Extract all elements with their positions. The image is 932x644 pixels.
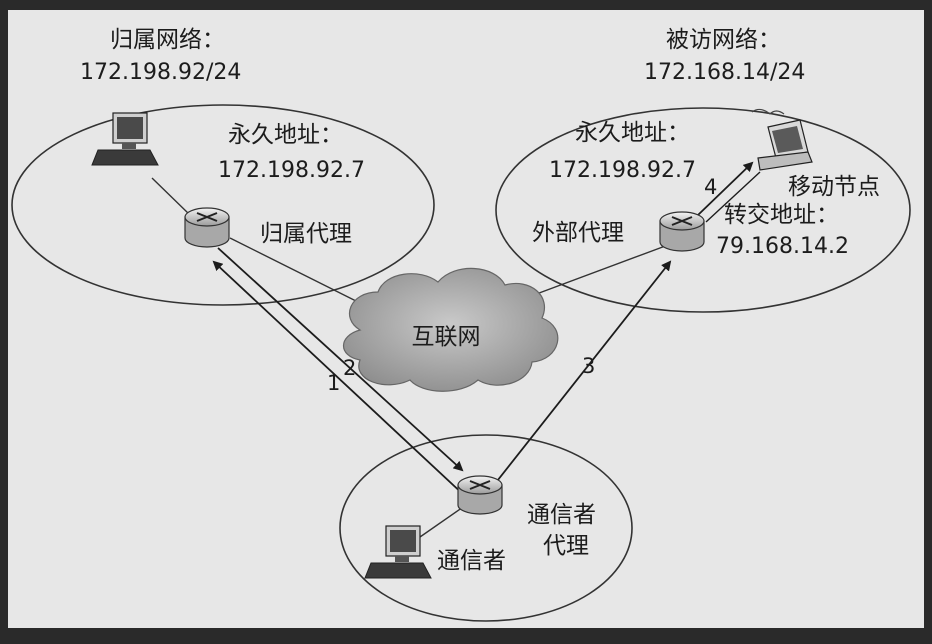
home-network-ellipse (11, 104, 435, 306)
visited-network-ellipse (495, 107, 911, 313)
step-label-1: 1 (327, 371, 340, 395)
home-agent-label: 归属代理 (260, 221, 352, 247)
step-label-3: 3 (582, 354, 595, 378)
step-label-2: 2 (343, 356, 356, 380)
home-network-title: 归属网络： (110, 27, 225, 53)
correspondent-network-ellipse (339, 434, 633, 622)
home-permanent-address-label: 永久地址： (228, 122, 343, 148)
foreign-agent-router-icon (659, 211, 705, 252)
home-permanent-address: 172.198.92.7 (218, 158, 365, 183)
correspondent-agent-router-icon (457, 475, 503, 515)
visited-permanent-address-label: 永久地址： (575, 120, 690, 146)
correspondent-host-label: 通信者 (437, 548, 506, 574)
arrow-step-1 (212, 260, 467, 498)
mobile-node-laptop-icon (751, 108, 813, 171)
step-label-4: 4 (704, 175, 717, 199)
care-of-address-label: 转交地址： (724, 202, 839, 228)
home-desktop-pc-icon (91, 112, 159, 166)
home-pc-link (151, 177, 191, 216)
correspondent-desktop-pc-icon (364, 525, 432, 579)
mobile-node-label: 移动节点 (788, 174, 880, 200)
correspondent-pc-link (419, 504, 467, 538)
home-agent-router-icon (184, 207, 230, 248)
home-network-subnet: 172.198.92/24 (80, 60, 241, 85)
foreign-agent-internet-link (514, 244, 669, 303)
internet-label: 互联网 (412, 324, 481, 350)
mobile-node-link (705, 171, 761, 223)
arrow-step-4 (697, 161, 754, 216)
home-agent-internet-link (229, 237, 371, 309)
arrow-step-3 (489, 260, 672, 491)
visited-network-subnet: 172.168.14/24 (644, 60, 805, 85)
care-of-address: 79.168.14.2 (716, 234, 849, 259)
internet-cloud: 互联网 (343, 267, 559, 392)
arrow-step-2 (217, 247, 464, 472)
visited-network-title: 被访网络： (666, 27, 781, 53)
correspondent-agent-label-line2: 代理 (543, 533, 589, 559)
visited-permanent-address: 172.198.92.7 (549, 158, 696, 183)
correspondent-agent-label-line1: 通信者 (527, 502, 596, 528)
foreign-agent-label: 外部代理 (532, 220, 624, 246)
